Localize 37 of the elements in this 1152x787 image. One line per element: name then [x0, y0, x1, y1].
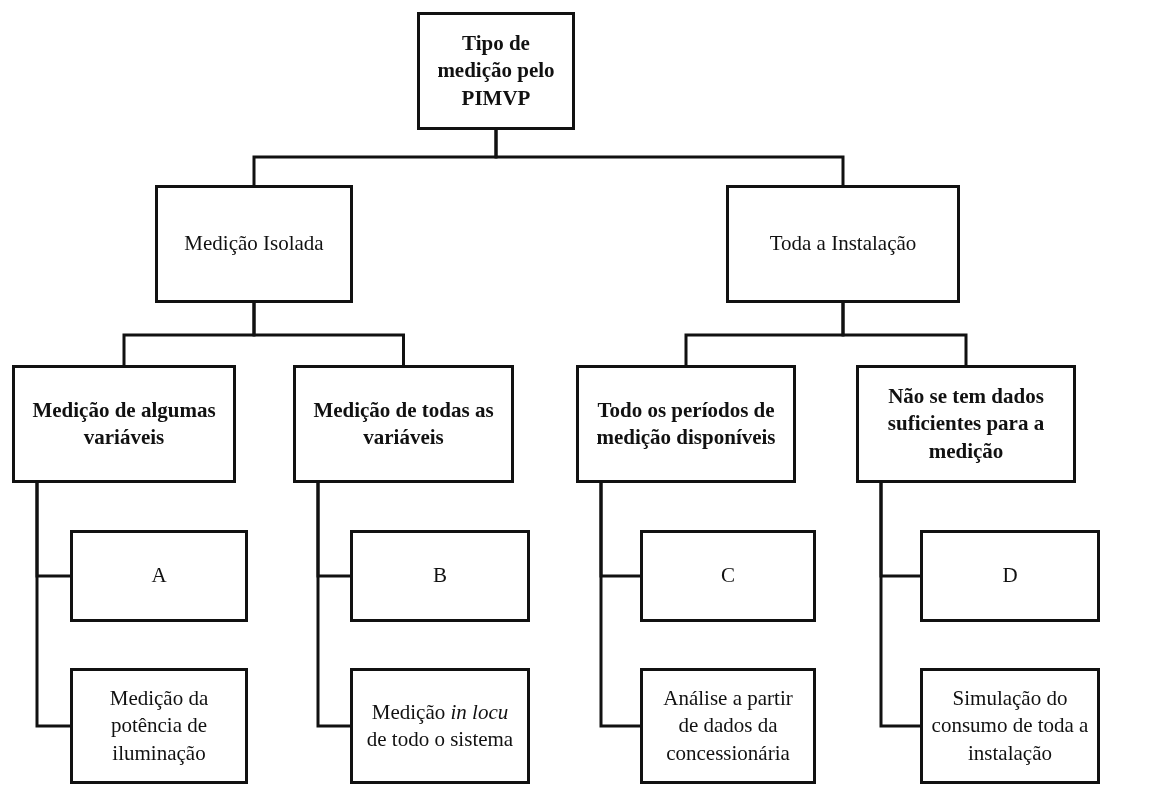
- box: [155, 185, 353, 303]
- node-text: Medição in locu de todo o sistema: [365, 698, 515, 753]
- node-text: C: [721, 562, 735, 590]
- box: [726, 185, 960, 303]
- connector-line: [316, 483, 350, 728]
- box: [70, 668, 248, 784]
- node-text: D: [1002, 562, 1018, 590]
- box: [12, 365, 236, 483]
- box: [350, 668, 530, 784]
- box: [920, 530, 1100, 622]
- connector-line: [841, 303, 968, 365]
- node-text: Medição Isolada: [184, 230, 324, 258]
- box: [70, 530, 248, 622]
- node-text: Simulação do consumo de toda a instalação: [931, 685, 1089, 767]
- box: [576, 365, 796, 483]
- connector-line: [252, 303, 405, 365]
- node-text: Toda a Instalação: [769, 230, 917, 258]
- connector-line: [35, 483, 70, 728]
- box: [640, 668, 816, 784]
- box: [856, 365, 1076, 483]
- node-text: Tipo de medição pelo PIMVP: [436, 30, 556, 112]
- node-text: Medição de algumas variáveis: [31, 396, 217, 451]
- node-text: Medição de todas as variáveis: [312, 396, 495, 451]
- box: [640, 530, 816, 622]
- connector-line: [599, 483, 640, 728]
- box: [293, 365, 514, 483]
- box: [920, 668, 1100, 784]
- node-text: A: [151, 562, 167, 590]
- connector-line: [494, 130, 845, 185]
- node-text: B: [433, 562, 447, 590]
- connector-line: [879, 483, 920, 728]
- node-text: Não se tem dados suficientes para a medição: [886, 383, 1046, 465]
- node-text: Todo os períodos de medição disponíveis: [595, 396, 777, 451]
- box: [417, 12, 575, 130]
- box: [350, 530, 530, 622]
- node-text: Análise a partir de dados da concessionária: [662, 685, 794, 767]
- node-text: Medição da potência de iluminação: [108, 685, 210, 767]
